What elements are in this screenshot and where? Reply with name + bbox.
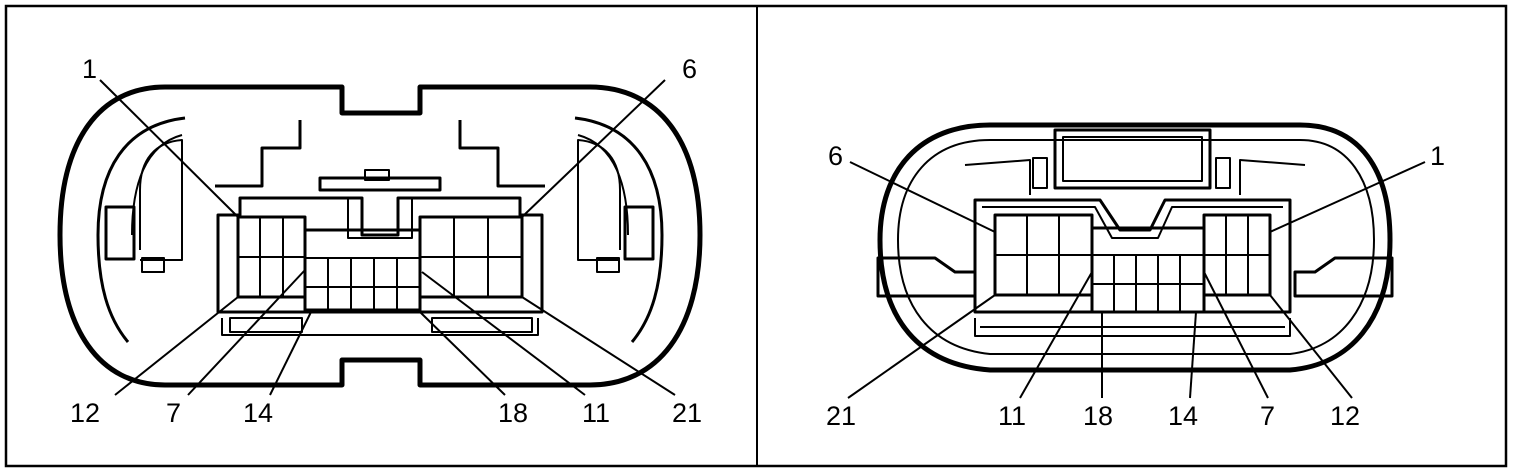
- left-label-pin-1: 1: [82, 54, 97, 84]
- left-pin-block-right: [418, 215, 524, 299]
- right-post-right: [1215, 157, 1231, 189]
- right-label-pin-18: 18: [1083, 401, 1113, 431]
- left-latch-arc-right: [574, 116, 664, 343]
- leader-r-pin-6: [849, 161, 996, 233]
- left-center-latch-bar: [318, 176, 442, 192]
- left-label-pin-12: 12: [70, 398, 100, 428]
- leader-pin-12: [114, 296, 239, 396]
- leader-pin-14: [269, 309, 313, 396]
- right-label-pin-1: 1: [1430, 141, 1445, 171]
- left-label-pin-11: 11: [582, 398, 610, 428]
- left-shoulder-right: [458, 120, 545, 188]
- right-housing-inner: [897, 139, 1375, 355]
- left-ledge-pad-left: [229, 317, 303, 333]
- right-connector-view: 6 1 21 11 18 14 7 12: [826, 122, 1445, 431]
- leader-r-pin-11: [1019, 271, 1093, 399]
- right-housing-outline: [877, 122, 1393, 373]
- left-ledge-pad-right: [431, 317, 533, 333]
- right-top-lock-inner: [1062, 136, 1203, 182]
- right-shoulder-left: [964, 159, 1031, 195]
- left-housing-outline: [57, 84, 703, 388]
- left-pin-grid-center: [303, 228, 422, 312]
- left-latch-column-left: [139, 139, 183, 261]
- left-label-pin-14: 14: [243, 398, 273, 428]
- leader-pin-18: [419, 311, 506, 396]
- right-label-pin-11: 11: [998, 401, 1026, 431]
- left-lock-tab-right: [623, 205, 655, 261]
- leader-pin-11: [421, 271, 586, 396]
- left-latch-column-right: [577, 139, 621, 261]
- leader-r-pin-1: [1269, 161, 1426, 233]
- left-label-pin-6: 6: [682, 54, 697, 84]
- left-pin-block-center: [303, 228, 422, 312]
- left-lower-ledge: [221, 318, 539, 336]
- right-wing-right: [1293, 256, 1394, 298]
- right-cavity-outline: [973, 198, 1292, 314]
- leader-pin-21: [521, 296, 676, 396]
- right-label-pin-7: 7: [1260, 401, 1275, 431]
- left-lock-slot-right: [596, 257, 620, 273]
- right-pin-block-center: [1090, 226, 1206, 314]
- left-cavity-outline: [216, 196, 544, 314]
- right-pin-block-right: [1202, 213, 1272, 297]
- leader-pin-6: [521, 79, 666, 218]
- right-top-lock-block: [1053, 128, 1212, 190]
- leader-r-pin-21: [847, 294, 996, 399]
- right-cavity-inner: [982, 206, 1283, 239]
- leader-r-pin-14: [1189, 311, 1197, 399]
- right-wing-left: [876, 256, 977, 298]
- right-post-left: [1032, 157, 1048, 189]
- right-pin-grid-center: [1090, 226, 1206, 314]
- left-shoulder-left: [215, 120, 302, 188]
- leader-r-pin-12: [1269, 294, 1353, 399]
- leader-pin-1: [99, 79, 239, 218]
- left-label-pin-18: 18: [498, 398, 528, 428]
- left-center-notch: [347, 198, 413, 239]
- left-label-pin-21: 21: [672, 398, 702, 428]
- left-lock-slot-left: [141, 257, 165, 273]
- leader-r-pin-7: [1203, 271, 1269, 399]
- right-label-pin-14: 14: [1168, 401, 1198, 431]
- left-lock-tab-left: [104, 205, 136, 261]
- left-connector-view: 1 6 12 7 14 18 11 21: [57, 54, 703, 428]
- left-label-pin-7: 7: [166, 398, 181, 428]
- left-latch-arc-left: [96, 116, 186, 343]
- leader-pin-7: [187, 269, 306, 396]
- left-center-latch-nub: [364, 169, 390, 181]
- right-label-pin-21: 21: [826, 401, 856, 431]
- right-label-pin-6: 6: [828, 141, 843, 171]
- left-pin-block-left: [236, 215, 307, 299]
- right-shoulder-right: [1239, 159, 1306, 195]
- right-label-pin-12: 12: [1330, 401, 1360, 431]
- right-pin-block-left: [993, 213, 1094, 297]
- right-lower-ledge: [974, 318, 1291, 337]
